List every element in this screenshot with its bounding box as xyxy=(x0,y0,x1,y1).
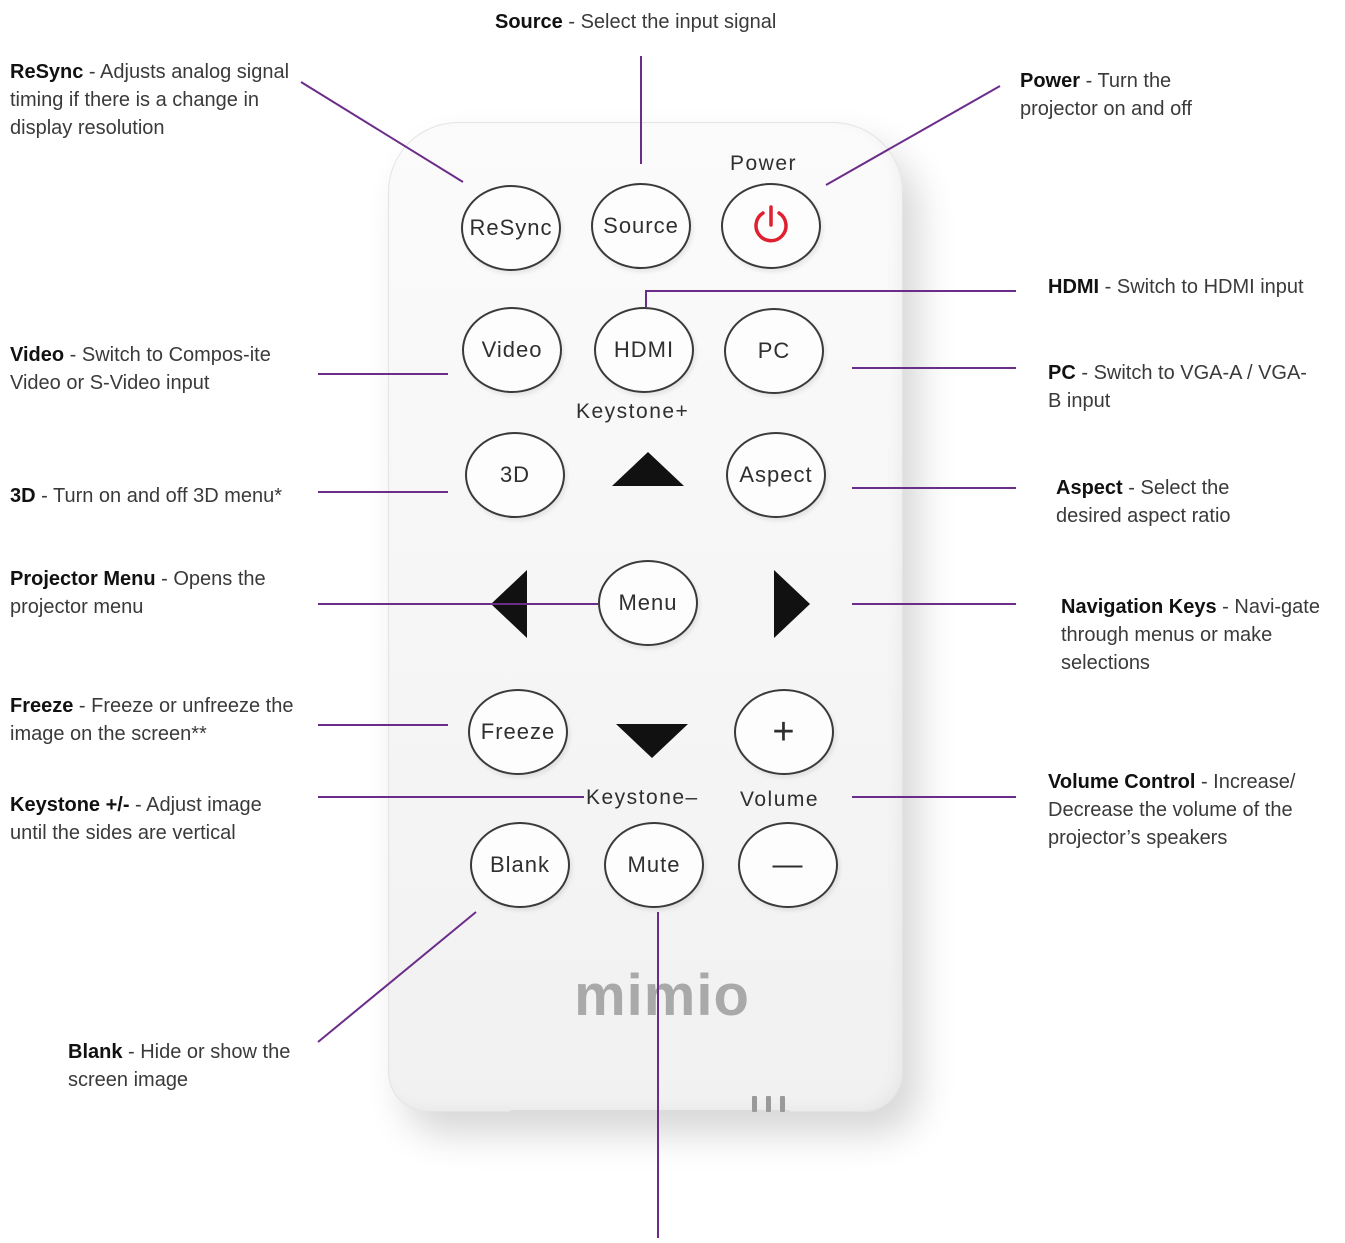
remote-notch xyxy=(780,1096,785,1112)
callout-hdmi-title: HDMI xyxy=(1048,276,1100,298)
pc-button[interactable]: PC xyxy=(724,308,824,394)
callout-power: Power - Turn the projector on and off xyxy=(1020,67,1230,123)
volume-label: Volume xyxy=(740,788,820,811)
callout-menu-title: Projector Menu xyxy=(10,568,156,590)
volume-up-button[interactable]: + xyxy=(734,689,834,775)
callout-resync-title: ReSync xyxy=(10,61,84,83)
callout-source-title: Source xyxy=(495,11,563,33)
callout-blank-title: Blank xyxy=(68,1041,123,1063)
callout-blank: Blank - Hide or show the screen image xyxy=(68,1038,298,1094)
callout-aspect-text: - Select the desired aspect ratio xyxy=(1056,477,1231,527)
callout-power-text: - Turn the projector on and off xyxy=(1020,70,1192,120)
callout-volume: Volume Control - Increase/ Decrease the … xyxy=(1048,768,1338,852)
callout-freeze-text: - Freeze or unfreeze the image on the sc… xyxy=(10,695,294,745)
leader-blank xyxy=(317,911,477,1043)
callout-source-text: - Select the input signal xyxy=(562,11,777,33)
callout-hdmi-text: - Switch to HDMI input xyxy=(1099,276,1304,298)
callout-source: Source - Select the input signal xyxy=(495,8,915,36)
mimio-logo: mimio xyxy=(574,963,750,1028)
callout-aspect: Aspect - Select the desired aspect ratio xyxy=(1056,474,1276,530)
callout-freeze: Freeze - Freeze or unfreeze the image on… xyxy=(10,692,300,748)
resync-button[interactable]: ReSync xyxy=(461,185,561,271)
power-button[interactable] xyxy=(721,183,821,269)
callout-pc-text: - Switch to VGA-A / VGA-B input xyxy=(1048,362,1307,412)
menu-button[interactable]: Menu xyxy=(598,560,698,646)
callout-volume-text: - Increase/ Decrease the volume of the p… xyxy=(1048,771,1296,849)
remote-bottom-edge xyxy=(510,1092,790,1112)
callout-freeze-title: Freeze xyxy=(10,695,74,717)
hdmi-button[interactable]: HDMI xyxy=(594,307,694,393)
callout-menu-text: - Opens the projector menu xyxy=(10,568,266,618)
blank-button[interactable]: Blank xyxy=(470,822,570,908)
callout-video: Video - Switch to Compos-ite Video or S-… xyxy=(10,341,295,397)
callout-pc-title: PC xyxy=(1048,362,1076,384)
volume-down-button[interactable]: — xyxy=(738,822,838,908)
callout-video-title: Video xyxy=(10,344,65,366)
callout-pc: PC - Switch to VGA-A / VGA-B input xyxy=(1048,359,1308,415)
source-button[interactable]: Source xyxy=(591,183,691,269)
callout-power-title: Power xyxy=(1020,70,1081,92)
leader-power xyxy=(825,85,1001,186)
callout-keystone: Keystone +/- - Adjust image until the si… xyxy=(10,791,275,847)
callout-keystone-title: Keystone +/- xyxy=(10,794,130,816)
leader-hdmi xyxy=(645,290,1016,307)
callout-3d-text: - Turn on and off 3D menu* xyxy=(35,485,283,507)
callout-nav-title: Navigation Keys xyxy=(1061,596,1217,618)
3d-button[interactable]: 3D xyxy=(465,432,565,518)
right-arrow-icon[interactable] xyxy=(774,570,810,638)
callout-nav: Navigation Keys - Navi-gate through menu… xyxy=(1061,593,1326,677)
remote-notch xyxy=(766,1096,771,1112)
callout-3d: 3D - Turn on and off 3D menu* xyxy=(10,482,320,510)
mute-button[interactable]: Mute xyxy=(604,822,704,908)
callout-blank-text: - Hide or show the screen image xyxy=(68,1041,291,1091)
callout-hdmi: HDMI - Switch to HDMI input xyxy=(1048,273,1343,301)
keystone-plus-label: Keystone+ xyxy=(576,400,690,423)
aspect-button[interactable]: Aspect xyxy=(726,432,826,518)
callout-aspect-title: Aspect xyxy=(1056,477,1123,499)
keystone-up-arrow-icon[interactable] xyxy=(612,452,684,486)
video-button[interactable]: Video xyxy=(462,307,562,393)
callout-video-text: - Switch to Compos-ite Video or S-Video … xyxy=(10,344,271,394)
callout-menu: Projector Menu - Opens the projector men… xyxy=(10,565,285,621)
keystone-down-arrow-icon[interactable] xyxy=(616,724,688,758)
callout-3d-title: 3D xyxy=(10,485,36,507)
power-label: Power xyxy=(730,152,798,175)
leader-resync xyxy=(300,81,464,183)
callout-nav-text: - Navi-gate through menus or make select… xyxy=(1061,596,1320,674)
callout-keystone-text: - Adjust image until the sides are verti… xyxy=(10,794,262,844)
remote-notch xyxy=(752,1096,757,1112)
power-icon xyxy=(754,205,788,243)
freeze-button[interactable]: Freeze xyxy=(468,689,568,775)
callout-resync: ReSync - Adjusts analog signal timing if… xyxy=(10,58,295,142)
callout-volume-title: Volume Control xyxy=(1048,771,1196,793)
keystone-minus-label: Keystone– xyxy=(586,786,699,809)
callout-resync-text: - Adjusts analog signal timing if there … xyxy=(10,61,290,139)
